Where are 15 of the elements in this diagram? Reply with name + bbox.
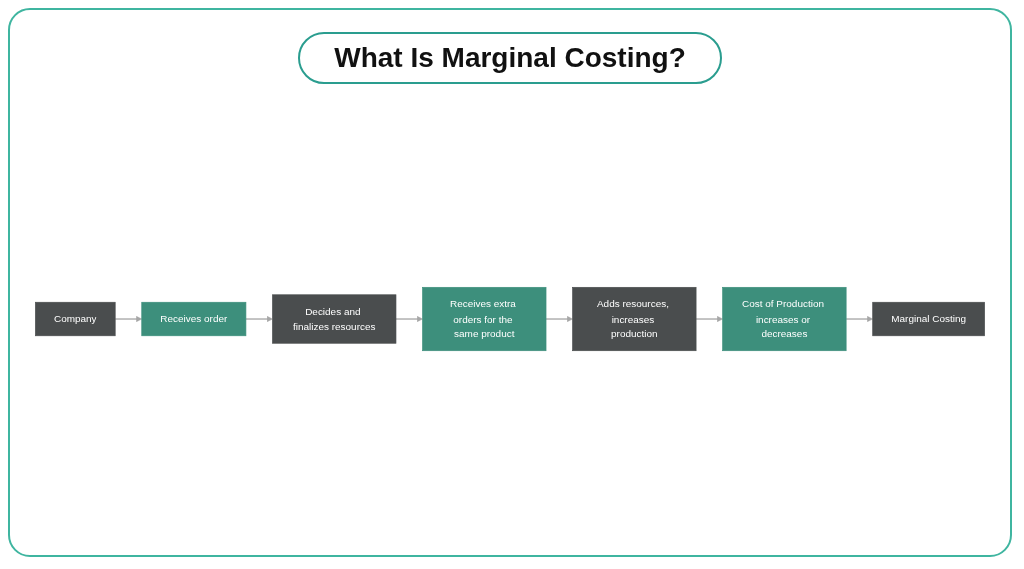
arrow (845, 316, 873, 323)
node-box (422, 287, 547, 352)
node-box (141, 302, 247, 337)
node-box (272, 294, 397, 345)
arrow (695, 316, 723, 323)
arrow (545, 316, 573, 323)
arrow (245, 316, 273, 323)
frame-background: What Is Marginal Costing? Company Receives order Decides and finalizes resources Receives extra orders for the same product Adds resources, increases production Cost of Production increases or decreases Marginal Costing (8, 8, 1012, 557)
node-box (35, 302, 116, 337)
node-box (872, 302, 985, 337)
arrow (395, 316, 423, 323)
title: What Is Marginal Costing? (298, 32, 722, 84)
node-box (722, 287, 847, 352)
node-box (572, 287, 697, 352)
arrow (114, 316, 142, 323)
